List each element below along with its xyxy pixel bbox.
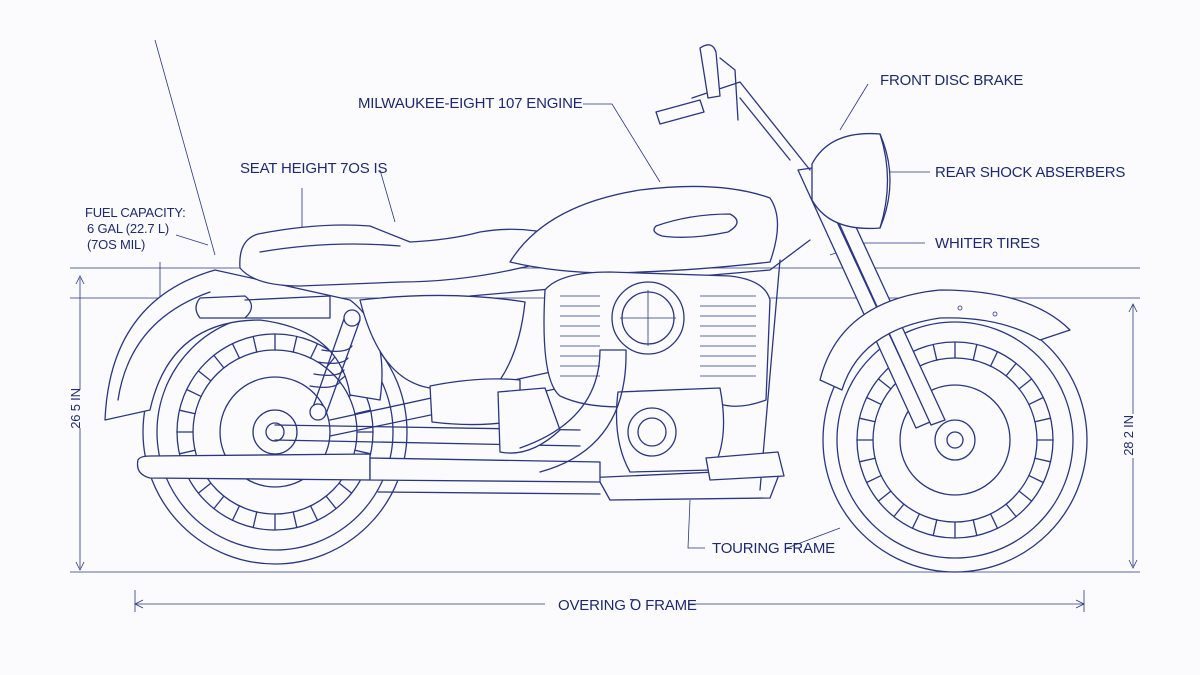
spoke <box>989 351 999 367</box>
motorcycle-body <box>104 44 1071 501</box>
spoke <box>231 505 241 521</box>
spoke <box>1018 490 1033 502</box>
spoke <box>197 370 212 382</box>
spoke <box>197 482 212 494</box>
spoke <box>292 511 298 529</box>
fuel-capacity-range: (7OS MIL) <box>87 237 146 252</box>
spoke <box>309 343 319 359</box>
spoke <box>1034 417 1052 423</box>
spoke <box>989 513 999 529</box>
front-disc-brake-label: FRONT DISC BRAKE <box>880 72 1024 89</box>
spoke <box>877 490 892 502</box>
left-height-label: 26 5 IN <box>67 388 83 429</box>
fuel-capacity-gal: 6 GAL (22.7 L) <box>87 221 169 236</box>
touring-frame-label: TOURING FRAME <box>712 540 835 557</box>
spoke <box>1005 503 1017 518</box>
spoke <box>866 474 882 484</box>
rear-shock-label: REAR SHOCK ABSERBERS <box>935 164 1126 181</box>
spoke <box>354 449 372 455</box>
spoke <box>972 519 978 537</box>
spoke <box>325 495 337 510</box>
spoke <box>231 343 241 359</box>
spoke <box>252 335 258 353</box>
spoke <box>186 388 202 398</box>
spoke <box>1028 474 1044 484</box>
spoke <box>338 482 353 494</box>
spoke <box>1005 362 1017 377</box>
spoke <box>178 449 196 455</box>
spoke <box>932 343 938 361</box>
spoke <box>213 354 225 369</box>
spoke <box>858 457 876 463</box>
spoke <box>877 378 892 390</box>
spoke <box>911 513 921 529</box>
spoke <box>292 335 298 353</box>
spoke <box>252 511 258 529</box>
overall-frame-label: OVERING Ꝺ FRAME <box>558 597 697 614</box>
spoke <box>932 519 938 537</box>
spoke <box>1034 457 1052 463</box>
engine-label: MILWAUKEE-EIGHT 107 ENGINE <box>358 95 583 112</box>
seat-height-label: SEAT HEIGHT 7OS IS <box>240 160 388 177</box>
spoke <box>1018 378 1033 390</box>
spoke <box>178 409 196 415</box>
spoke <box>858 417 876 423</box>
spoke <box>893 503 905 518</box>
tires-label: WHITER TIRES <box>935 235 1040 252</box>
spoke <box>1028 396 1044 406</box>
spoke <box>309 505 319 521</box>
spoke <box>213 495 225 510</box>
right-height-label: 28 2 IN <box>1120 415 1136 456</box>
fuel-capacity-title: FUEL CAPACITY: <box>85 205 186 220</box>
spoke <box>866 396 882 406</box>
spoke <box>972 343 978 361</box>
spoke <box>354 409 372 415</box>
